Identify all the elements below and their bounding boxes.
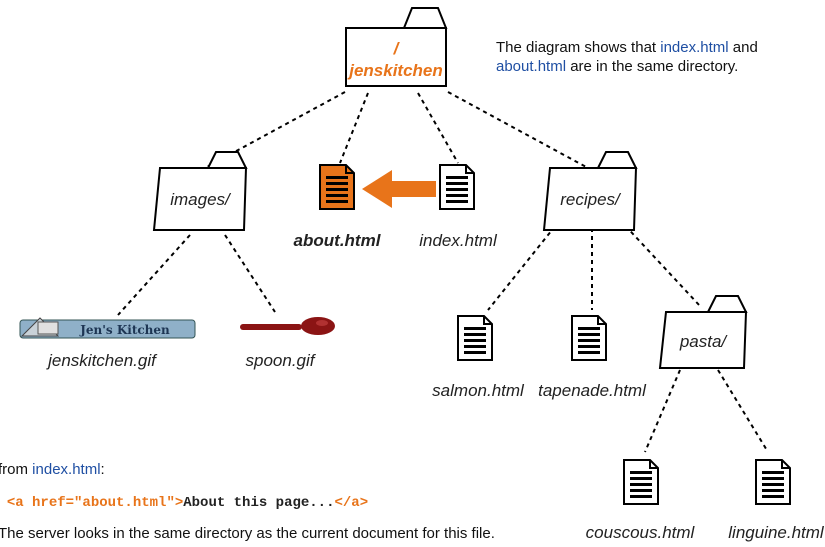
images-folder-label: images/ <box>170 190 232 209</box>
pasta-folder: pasta/ <box>658 295 748 369</box>
tapenade-file-icon <box>571 315 607 361</box>
tree-connectors <box>117 91 769 453</box>
root-folder: / jenskitchen <box>345 7 448 87</box>
jenskitchen-logo-image: Jen's Kitchen <box>19 317 196 339</box>
about-file-icon <box>319 164 355 210</box>
note-link-about: about.html <box>496 58 567 75</box>
footer-note: The server looks in the same directory a… <box>0 524 495 543</box>
recipes-folder-label: recipes/ <box>560 190 622 209</box>
spoon-image <box>240 317 335 335</box>
linguine-file-icon <box>755 459 791 505</box>
index-file-label: index.html <box>419 231 498 250</box>
couscous-file-label: couscous.html <box>586 523 696 542</box>
index-file-icon <box>439 164 475 210</box>
note-text-3: are in the same directory. <box>566 58 739 75</box>
pasta-folder-label: pasta/ <box>679 332 729 351</box>
code-link-text: About this page... <box>183 495 335 511</box>
footer-text: The server looks in the same directory a… <box>0 525 495 542</box>
diagram-note: The diagram shows that index.html and ab… <box>496 38 796 76</box>
note-text-1: The diagram shows that <box>496 39 661 56</box>
root-name: jenskitchen <box>347 61 443 80</box>
images-folder: images/ <box>152 151 248 231</box>
salmon-file-icon <box>457 315 493 361</box>
linguine-file-label: linguine.html <box>728 523 825 542</box>
root-slash: / <box>393 39 401 58</box>
recipes-folder: recipes/ <box>542 151 638 231</box>
code-colon: : <box>100 461 105 478</box>
code-open-tag: <a href="about.html"> <box>6 495 184 511</box>
code-from-text: from <box>0 461 33 478</box>
code-caption: from index.html: <box>0 460 105 479</box>
code-close-tag: </a> <box>334 495 369 511</box>
note-text-2: and <box>728 39 758 56</box>
about-file-label: about.html <box>294 231 382 250</box>
jenskitchen-gif-label: jenskitchen.gif <box>46 351 158 370</box>
logo-text: Jen's Kitchen <box>79 323 170 337</box>
tapenade-file-label: tapenade.html <box>538 381 647 400</box>
code-from-file: index.html <box>32 461 101 478</box>
link-arrow <box>362 170 436 208</box>
code-snippet: <a href="about.html">About this page...<… <box>0 479 368 511</box>
spoon-gif-label: spoon.gif <box>246 351 317 370</box>
salmon-file-label: salmon.html <box>432 381 525 400</box>
note-link-index: index.html <box>660 39 729 56</box>
couscous-file-icon <box>623 459 659 505</box>
